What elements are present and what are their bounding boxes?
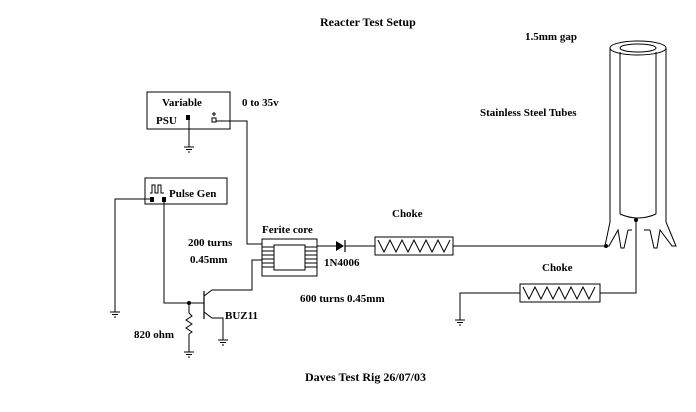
psu-positive-terminal xyxy=(211,117,217,123)
psu-positive-wire xyxy=(216,120,262,245)
transformer-inner-window xyxy=(273,244,306,271)
psu-label-variable: Variable xyxy=(162,97,202,109)
pulse-gen-ground-icon xyxy=(110,311,120,318)
choke-1: Choke xyxy=(374,208,454,256)
pulse-gen-output-wire xyxy=(163,199,190,304)
inner-tube-junction xyxy=(634,218,638,222)
outer-tube-top xyxy=(609,40,667,56)
psu-label-psu: PSU xyxy=(156,115,177,127)
choke-2-ground-wire xyxy=(459,292,520,320)
outer-tube-right-legs xyxy=(649,221,677,249)
mosfet-transistor: BUZ11 xyxy=(189,259,262,340)
square-wave-icon xyxy=(150,184,164,194)
resistor: 820 ohm xyxy=(134,303,193,352)
diode: 1N4006 xyxy=(324,240,360,269)
choke-2: Choke xyxy=(519,262,601,303)
inner-tube-bottom xyxy=(619,213,657,219)
diagram-title: Reacter Test Setup xyxy=(320,15,416,29)
diode-triangle xyxy=(336,241,344,251)
secondary-winding-icon xyxy=(305,246,317,268)
psu-voltage-range: 0 to 35v xyxy=(242,97,279,109)
primary-turns-label: 200 turns xyxy=(188,237,233,249)
transformer-outer-core xyxy=(261,238,318,277)
tubes-label: Stainless Steel Tubes xyxy=(480,107,577,119)
inner-tube-top xyxy=(619,43,657,53)
ferrite-transformer: Ferite core 200 turns 0.45mm 600 turns 0… xyxy=(188,224,385,305)
mosfet-drain-wire xyxy=(203,259,262,297)
diode-label: 1N4006 xyxy=(324,257,360,269)
choke-2-to-inner-tube-wire xyxy=(600,220,637,294)
resistor-zigzag xyxy=(185,312,193,335)
resistor-label: 820 ohm xyxy=(134,329,174,341)
primary-winding-icon xyxy=(262,246,274,268)
psu-unit: Variable PSU 0 to 35v xyxy=(146,91,279,130)
mosfet-label: BUZ11 xyxy=(225,310,258,322)
diagram-footer: Daves Test Rig 26/07/03 xyxy=(305,370,426,384)
choke-1-label: Choke xyxy=(392,208,423,220)
choke-2-label: Choke xyxy=(542,262,573,274)
pulse-gen-box xyxy=(144,177,228,205)
outer-tube-left-legs xyxy=(604,221,629,249)
stainless-steel-tubes: Stainless Steel Tubes 1.5mm gap xyxy=(480,31,677,249)
mosfet-ground-icon xyxy=(218,339,228,346)
mosfet-source-wire xyxy=(203,311,224,340)
pulse-gen-ground-wire xyxy=(114,198,152,312)
pulse-gen-label: Pulse Gen xyxy=(169,188,216,200)
choke-2-ground-icon xyxy=(455,319,465,326)
transformer-label: Ferite core xyxy=(262,224,313,236)
gap-label: 1.5mm gap xyxy=(525,31,577,43)
primary-wire-label: 0.45mm xyxy=(190,254,228,266)
choke-1-coil-icon xyxy=(377,238,451,254)
secondary-label: 600 turns 0.45mm xyxy=(300,293,385,305)
resistor-ground-icon xyxy=(184,351,194,358)
psu-ground-icon xyxy=(184,120,194,153)
psu-negative-terminal xyxy=(186,115,190,120)
choke-2-coil-icon xyxy=(522,285,596,301)
pulse-generator: Pulse Gen xyxy=(144,177,228,205)
